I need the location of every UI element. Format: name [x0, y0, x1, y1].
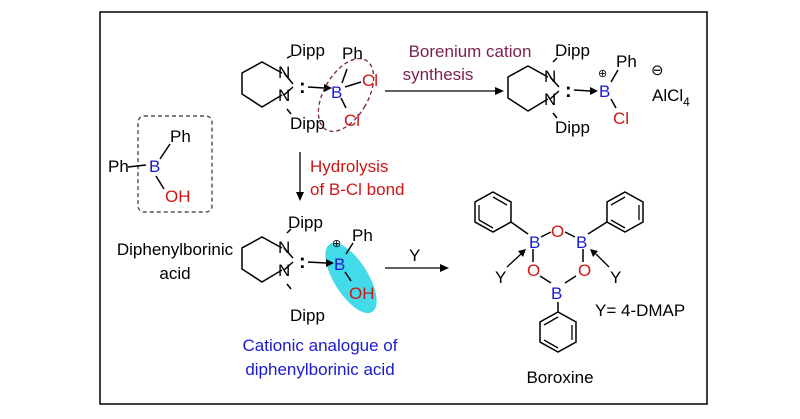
oxygen-label: O	[578, 261, 591, 280]
reagent-y-label: Y	[409, 246, 420, 265]
y-definition: Y= 4-DMAP	[595, 301, 685, 320]
chlorine-label: Cl	[613, 109, 629, 128]
ph-label: Ph	[170, 127, 191, 146]
arrow-borenium-synthesis: Borenium cation synthesis	[385, 42, 531, 95]
oxygen-label: O	[551, 222, 564, 241]
nitrogen-label: N	[278, 86, 290, 105]
boroxine: B B B O O O Y Y Y= 4-DMAP Boroxine	[474, 191, 685, 387]
cl-dashed-ellipse	[317, 58, 375, 132]
carbene-colon: :	[299, 251, 306, 273]
carbene-colon: :	[299, 76, 306, 98]
boron-label: B	[331, 83, 342, 102]
dipp-label: Dipp	[290, 306, 325, 325]
nitrogen-label: N	[278, 238, 290, 257]
boron-label: B	[334, 255, 345, 274]
alcl-subscript: 4	[683, 95, 690, 109]
diphenylborinic-caption-line2: acid	[159, 264, 190, 283]
dipp-label: Dipp	[290, 41, 325, 60]
arrow-hydrolysis: Hydrolysis of B-Cl bond	[296, 152, 405, 201]
nhc-dichloroborane: N N Dipp Dipp : B Ph Cl Cl	[241, 41, 378, 133]
oxygen-label: O	[527, 261, 540, 280]
dipp-label: Dipp	[288, 213, 323, 232]
dashed-box	[137, 115, 213, 213]
phenyl-ring	[539, 311, 577, 353]
hydrolysis-caption-line2: of B-Cl bond	[310, 180, 405, 199]
ph-label: Ph	[342, 44, 363, 63]
counter-anion: AlCl4	[652, 86, 690, 109]
nitrogen-label: N	[278, 261, 290, 280]
borenium-caption-line1: Borenium cation	[409, 42, 532, 61]
hydrolysis-caption-line1: Hydrolysis	[310, 157, 388, 176]
boron-label: B	[551, 284, 562, 303]
positive-charge: ⊕	[598, 68, 607, 80]
phenyl-ring	[474, 191, 512, 233]
dipp-label: Dipp	[290, 114, 325, 133]
borenium-cation: N N Dipp Dipp : B ⊕ Ph Cl ⊖ AlCl4	[507, 41, 690, 137]
boroxine-caption: Boroxine	[526, 368, 593, 387]
scheme-frame	[99, 11, 708, 405]
chlorine-label: Cl	[362, 71, 378, 90]
nitrogen-label: N	[278, 63, 290, 82]
nitrogen-label: N	[544, 90, 556, 109]
donor-y-label: Y	[495, 268, 506, 287]
oh-highlight	[325, 242, 377, 314]
phenyl-ring	[606, 191, 644, 233]
cationic-caption-line2: diphenylborinic acid	[245, 360, 394, 379]
negative-charge: ⊖	[651, 62, 664, 79]
diphenylborinic-acid: Ph B Ph OH Diphenylborinic acid	[108, 115, 234, 283]
boron-label: B	[529, 233, 540, 252]
cationic-borinic-analogue: N N Dipp Dipp : B ⊕ Ph OH Cationic analo…	[241, 213, 398, 379]
cationic-caption-line1: Cationic analogue of	[242, 336, 397, 355]
ph-label: Ph	[108, 157, 129, 176]
ph-label: Ph	[352, 226, 373, 245]
hydroxyl-label: OH	[349, 284, 375, 303]
chlorine-label: Cl	[344, 111, 360, 130]
borenium-caption-line2: synthesis	[403, 65, 474, 84]
dipp-label: Dipp	[555, 118, 590, 137]
positive-charge: ⊕	[332, 238, 341, 250]
carbene-colon: :	[565, 80, 572, 102]
boron-label: B	[576, 233, 587, 252]
boron-label: B	[599, 82, 610, 101]
boron-label: B	[149, 157, 160, 176]
hydroxyl-label: OH	[165, 187, 191, 206]
alcl-base: AlCl	[652, 86, 683, 105]
ph-label: Ph	[616, 52, 637, 71]
diphenylborinic-caption-line1: Diphenylborinic	[117, 240, 234, 259]
donor-y-label: Y	[610, 268, 621, 287]
dipp-label: Dipp	[555, 41, 590, 60]
arrow-to-boroxine: Y	[385, 246, 449, 272]
nitrogen-label: N	[544, 67, 556, 86]
